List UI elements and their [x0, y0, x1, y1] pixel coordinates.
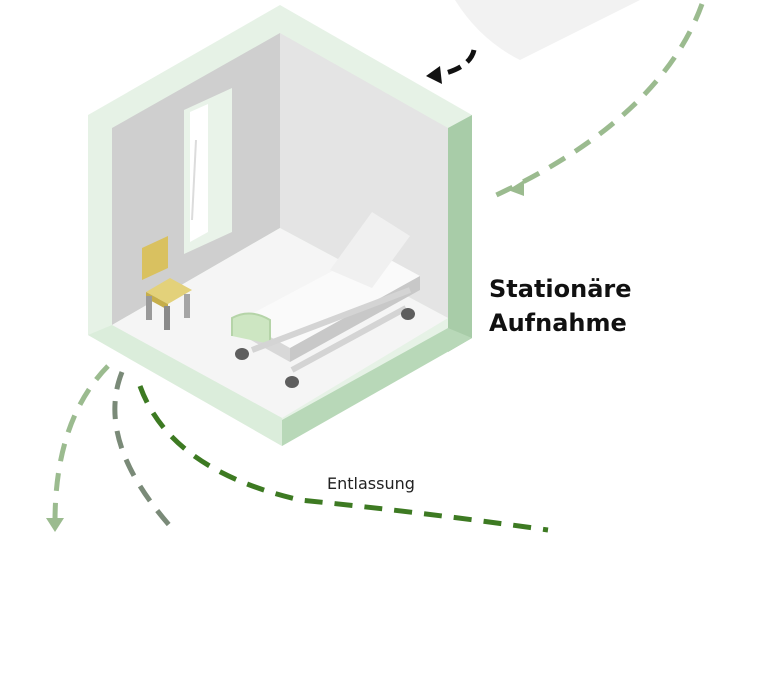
outgoing-flow-left-arrowhead — [46, 518, 64, 532]
outgoing-flow-middle — [112, 371, 172, 528]
room-title-line2: Aufnahme — [489, 309, 627, 337]
chair-icon — [142, 236, 192, 330]
outgoing-flow-left — [52, 364, 110, 523]
room-illustration — [88, 5, 472, 446]
incoming-flow-arrowhead — [508, 180, 524, 196]
background-blob — [455, 0, 640, 60]
discharge-label: Entlassung — [327, 474, 415, 493]
incoming-flow-arrow — [488, 3, 705, 201]
room-title-line1: Stationäre — [489, 275, 632, 303]
hospital-bed-icon — [231, 212, 420, 388]
admission-arrow — [437, 49, 477, 78]
room-title: Stationäre Aufnahme — [489, 272, 632, 340]
admission-arrowhead — [426, 66, 442, 84]
